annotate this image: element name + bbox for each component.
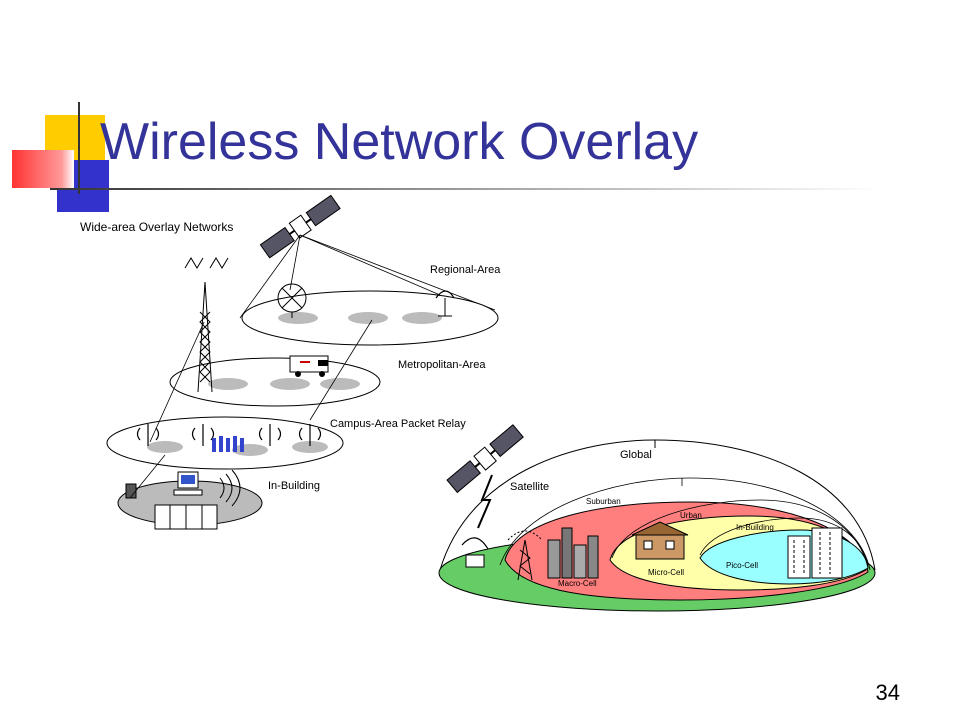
regional-cell [278, 312, 318, 324]
campus-area-label: Campus-Area Packet Relay [330, 418, 466, 430]
in-building-cell-label: In-Building [736, 523, 774, 532]
suburban-label: Suburban [586, 497, 621, 506]
people-group-icon [212, 436, 244, 452]
antenna-icon [136, 424, 322, 446]
metro-cell [270, 378, 310, 390]
page-title: Wireless Network Overlay [100, 113, 699, 171]
deco-red-square [12, 150, 74, 188]
regional-area-label: Regional-Area [430, 264, 501, 276]
campus-cell [232, 444, 268, 456]
page-number: 34 [875, 680, 900, 705]
macro-cell-label: Macro-Cell [558, 579, 597, 588]
overlay-heading: Wide-area Overlay Networks [80, 220, 233, 234]
satellite-link-bolt [477, 474, 493, 529]
metro-cell [208, 378, 248, 390]
deco-vertical-line [78, 102, 80, 194]
office-building-icon [787, 527, 843, 579]
campus-cell [147, 441, 183, 453]
regional-cell [402, 312, 442, 324]
campus-cell [292, 441, 328, 453]
urban-label: Urban [680, 511, 702, 520]
handheld-device-icon [125, 483, 137, 499]
satellite-icon [259, 194, 341, 259]
global-label: Global [620, 449, 652, 461]
satellite-dish-icon [435, 290, 455, 317]
van-icon [289, 355, 329, 377]
micro-cell-label: Micro-Cell [648, 568, 684, 577]
metropolitan-area-label: Metropolitan-Area [398, 359, 486, 371]
computer-icon [173, 471, 203, 496]
pico-cell-label: Pico-Cell [726, 561, 758, 570]
satellite-label: Satellite [510, 481, 549, 493]
overlay-links [129, 319, 373, 499]
cell-tower-icon [507, 530, 543, 581]
satellite-icon [446, 424, 524, 494]
campus-area-ellipse [106, 416, 344, 470]
metro-cell [320, 378, 360, 390]
house-icon [631, 521, 689, 560]
city-buildings-icon [547, 527, 599, 579]
ground-dish-icon [461, 537, 489, 568]
satellite-dish-icon [277, 283, 307, 318]
radio-tower-icon [184, 257, 229, 393]
coverage-arcs [499, 477, 871, 571]
regional-cell [348, 312, 388, 324]
server-rack-icon [154, 504, 218, 530]
deco-horizontal-line [50, 188, 880, 190]
signal-waves-icon [219, 469, 241, 507]
in-building-label: In-Building [268, 480, 320, 492]
satellite-beams [239, 234, 496, 319]
